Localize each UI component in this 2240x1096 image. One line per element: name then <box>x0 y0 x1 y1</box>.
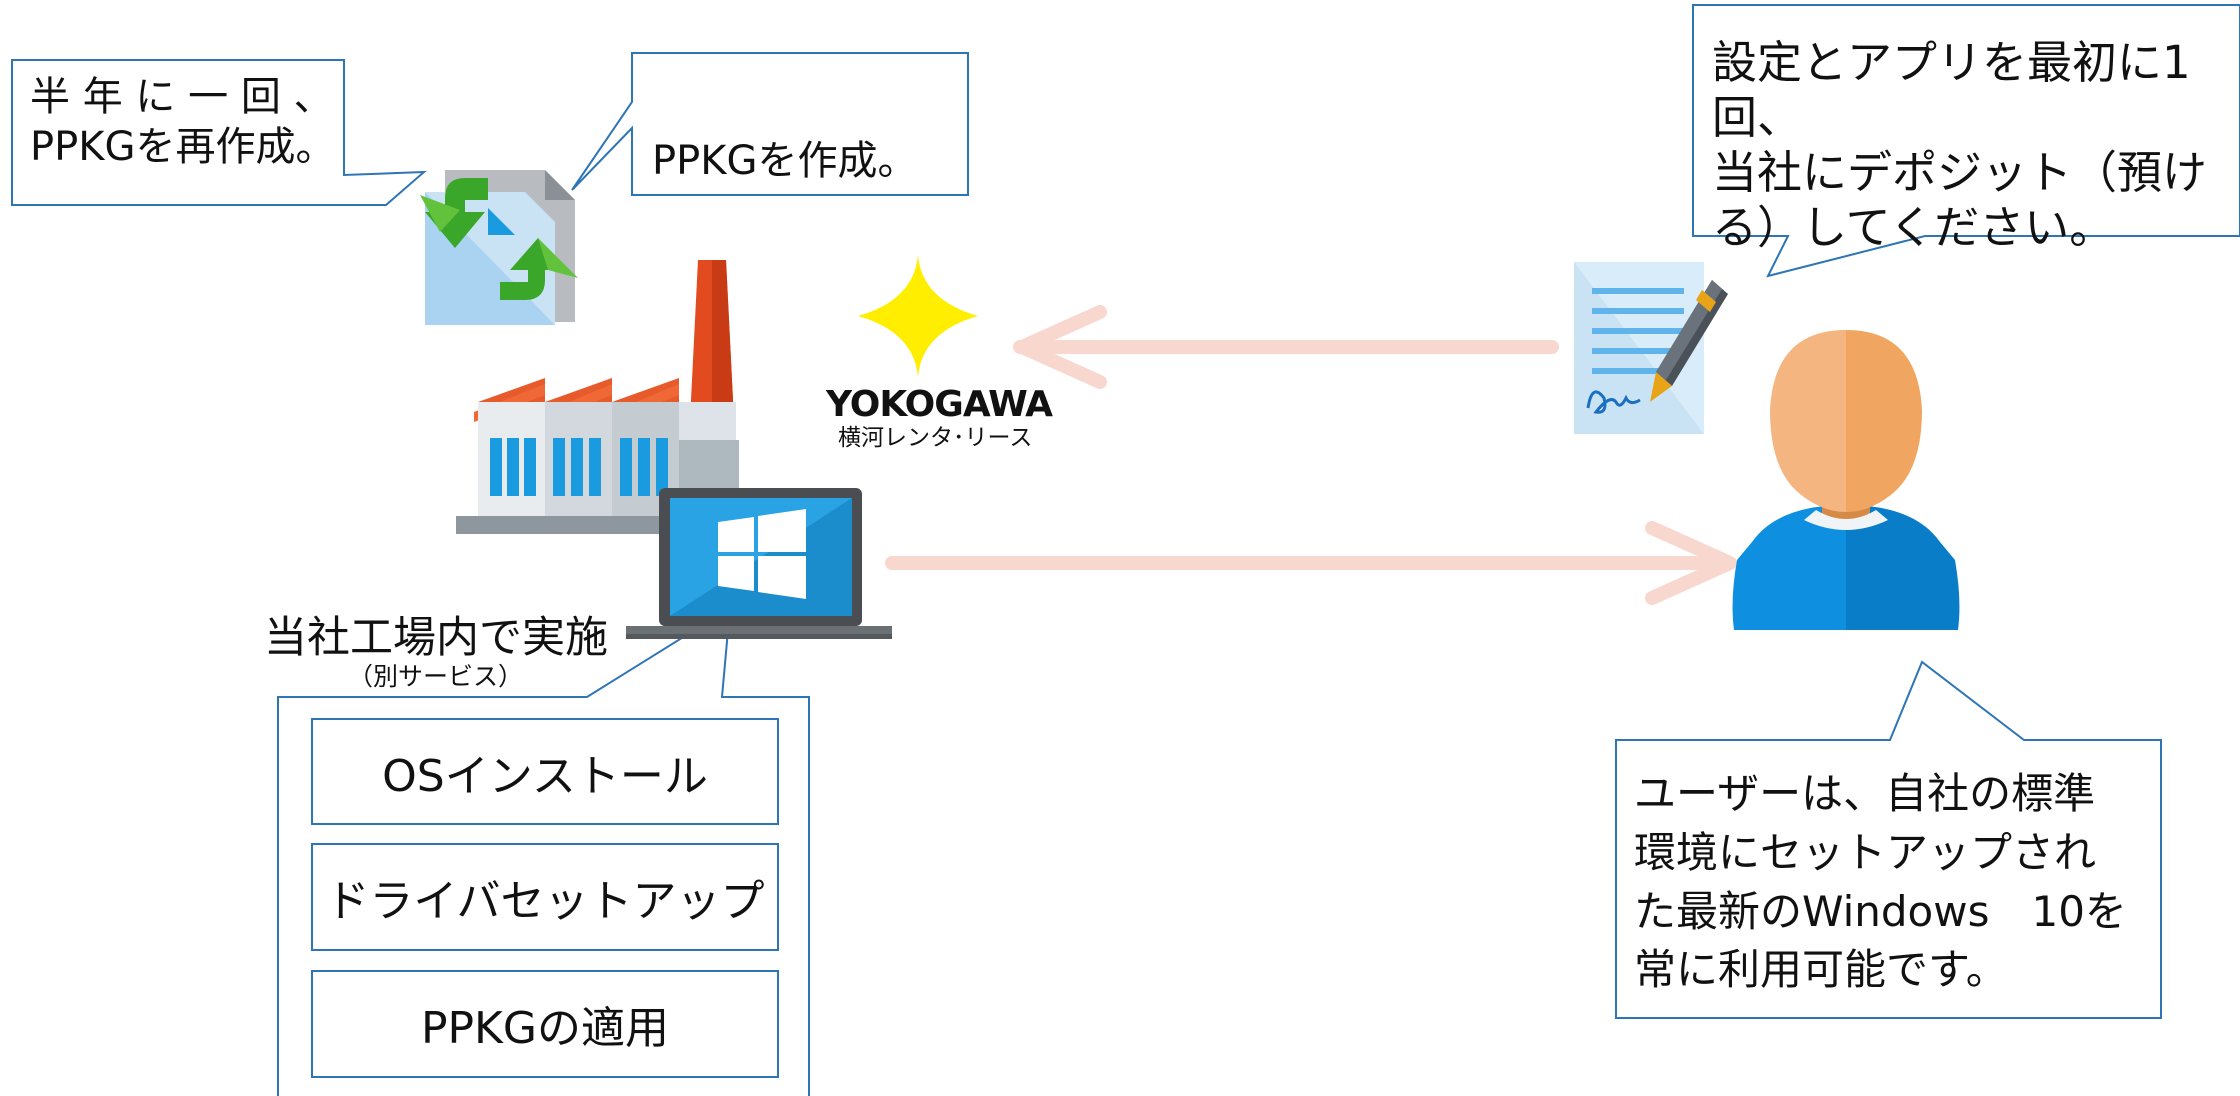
ppkg-document-icon <box>420 170 578 325</box>
step-box-os <box>311 718 779 825</box>
arrow-to-user <box>885 521 1737 605</box>
callout-redo-ppkg-text: 半 年 に 一 回 、 PPKGを再作成。 <box>30 74 336 170</box>
callout-redo-ppkg-shape <box>11 59 427 206</box>
contract-icon <box>1574 262 1728 434</box>
step-os-install: OSインストール <box>382 750 708 802</box>
callout-user-benefit-text: ユーザーは、自社の標準 環境にセットアップされ た最新のWindows 10を … <box>1634 769 2127 995</box>
yokogawa-logo-name: YOKOGAWA <box>826 384 1053 425</box>
callout-create-ppkg-shape <box>571 52 969 196</box>
callout-deposit-shape <box>1692 4 2240 278</box>
step-ppkg-apply: PPKGの適用 <box>420 1003 669 1054</box>
laptop-icon <box>626 488 892 639</box>
step-box-driver <box>311 843 779 951</box>
factory-label: 当社工場内で実施 <box>264 613 608 663</box>
yokogawa-logo-mark <box>858 255 978 377</box>
factory-sublabel: （別サービス） <box>348 662 524 691</box>
yokogawa-logo-sub: 横河レンタ･リース <box>838 425 1033 451</box>
callout-user-benefit-shape <box>1615 660 2162 1019</box>
user-avatar-icon <box>1732 330 1960 630</box>
callout-create-ppkg-text: PPKGを作成。 <box>652 138 918 184</box>
callout-deposit-text: 設定とアプリを最初に1回、 当社にデポジット（預け る）してください。 <box>1712 36 2208 254</box>
step-driver-setup: ドライバセットアップ <box>325 876 765 927</box>
step-box-ppkg <box>311 970 779 1078</box>
arrow-to-yokogawa <box>1013 305 1559 389</box>
